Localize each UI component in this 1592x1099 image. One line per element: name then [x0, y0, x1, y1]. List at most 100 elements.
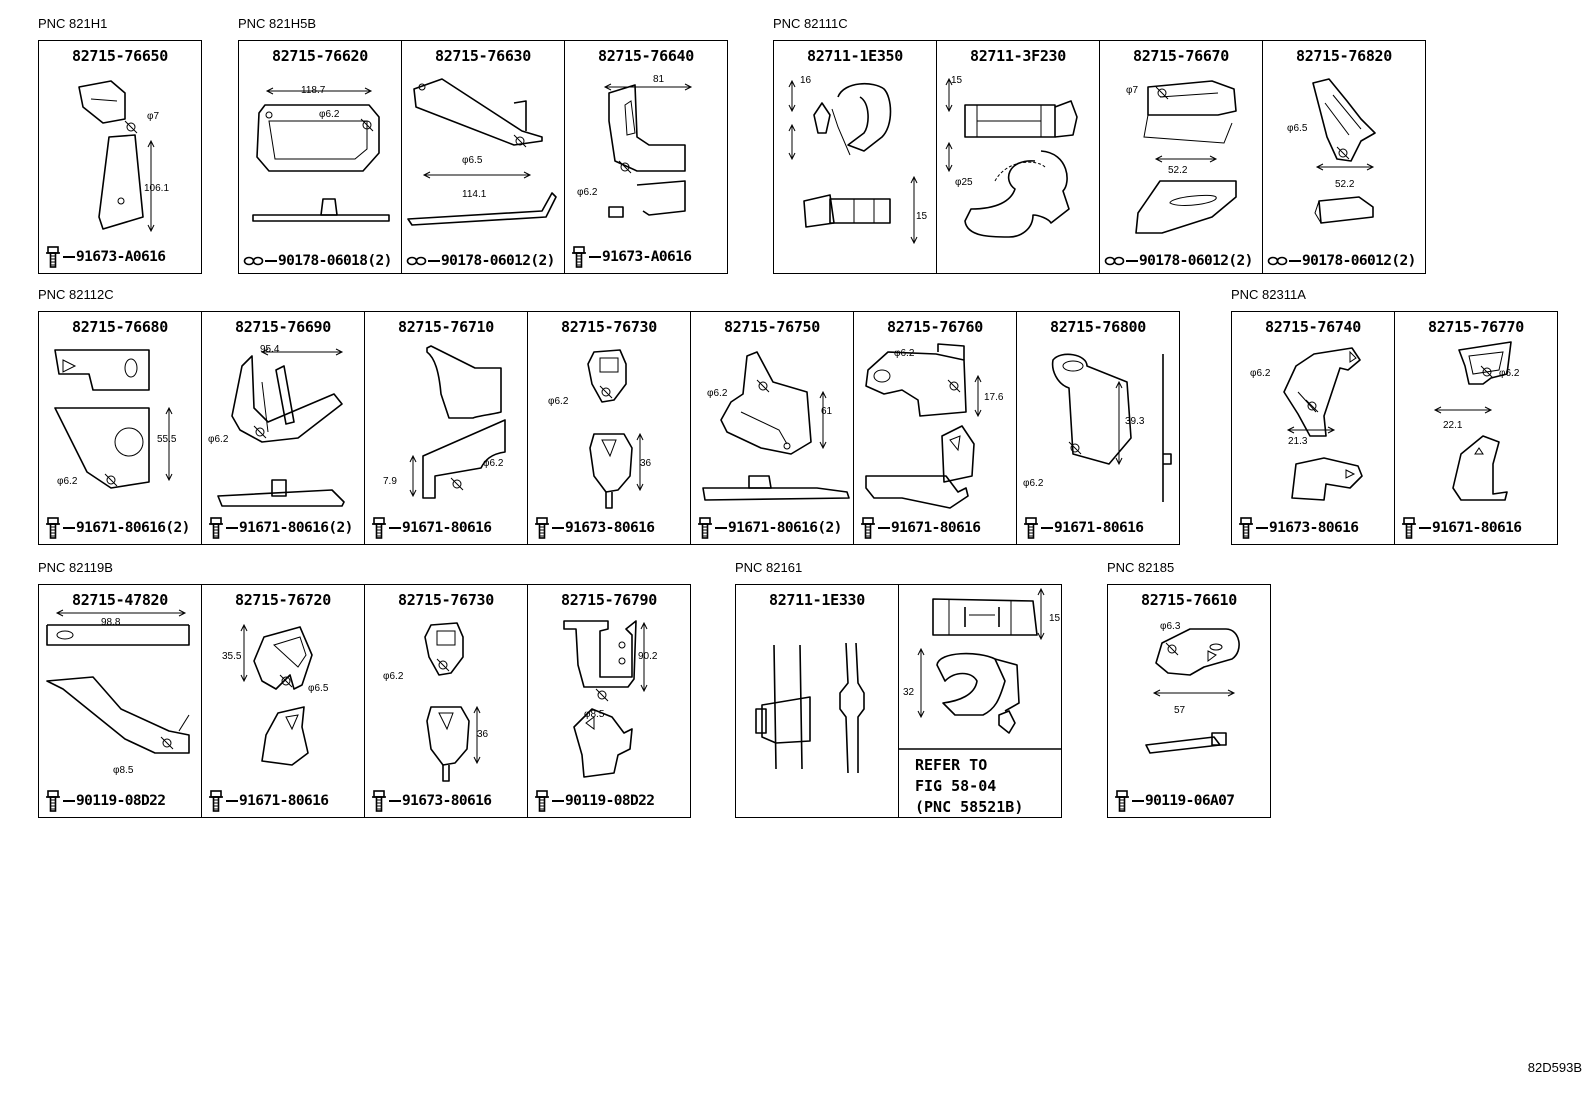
fastener-code: 91671-80616	[1432, 520, 1522, 536]
dimension-label: 39.3	[1125, 416, 1145, 427]
dimension-label: φ7	[147, 111, 160, 122]
dimension-label: 35.5	[222, 651, 242, 662]
dimension-label: 95.4	[260, 344, 280, 355]
leader-line	[63, 256, 75, 258]
fastener-callout: 90178-06018(2)	[243, 253, 392, 269]
part-illustration	[603, 83, 693, 218]
dimension-label: 7.9	[383, 476, 397, 487]
fastener-code: 91671-80616	[891, 520, 981, 536]
dimension-label: 81	[653, 74, 665, 85]
part-illustration	[865, 343, 982, 509]
dimension-label: 118.7	[301, 85, 326, 96]
clip-icon	[243, 256, 264, 266]
part-illustration	[252, 87, 390, 222]
fastener-code: 91671-80616(2)	[76, 520, 190, 536]
part-illustration	[46, 609, 190, 754]
part-number: 82715-76620	[271, 47, 369, 65]
part-number: 82715-76750	[723, 318, 821, 336]
part-number: 82715-76800	[1049, 318, 1147, 336]
pnc-label: PNC 821H5B	[238, 16, 317, 31]
part-illustration	[409, 345, 506, 499]
part-illustration	[788, 79, 918, 245]
dimension-label: 61	[821, 406, 833, 417]
dimension-label: φ6.2	[383, 671, 404, 682]
bolt-icon	[1402, 517, 1416, 539]
dimension-label: φ6.2	[1250, 368, 1271, 379]
fastener-callout: 91671-80616(2)	[206, 516, 353, 540]
bolt-icon	[372, 790, 386, 812]
dimension-label: φ6.2	[577, 187, 598, 198]
dimension-label: φ6.2	[319, 109, 340, 120]
pnc-label: PNC 82185	[1107, 560, 1175, 575]
dimension-label: φ6.5	[1287, 123, 1308, 134]
dimension-label: 15	[951, 75, 963, 86]
fastener-code: 90119-08D22	[565, 793, 655, 809]
bolt-icon	[1024, 517, 1038, 539]
leader-line	[226, 800, 238, 802]
dimension-label: φ6.2	[1499, 368, 1520, 379]
part-illustration	[702, 351, 850, 501]
part-illustration	[240, 623, 313, 766]
bolt-icon	[372, 517, 386, 539]
fastener-code: 90178-06012(2)	[1302, 253, 1416, 269]
part-illustration	[424, 622, 481, 782]
part-illustration	[899, 587, 1062, 750]
leader-line	[265, 260, 277, 262]
part-number: 82715-76790	[560, 591, 658, 609]
part-number: 82715-76670	[1132, 47, 1230, 65]
bolt-icon	[535, 517, 549, 539]
pnc-label: PNC 82112C	[38, 287, 114, 302]
dimension-label: φ6.2	[894, 348, 915, 359]
dimension-label: 15	[1049, 613, 1061, 624]
leader-line	[589, 256, 601, 258]
part-illustration	[1433, 341, 1512, 501]
fastener-callout: 91673-A0616	[569, 245, 692, 269]
leader-line	[715, 527, 727, 529]
leader-line	[1256, 527, 1268, 529]
fastener-callout: 90119-08D22	[43, 789, 166, 813]
dimension-label: 52.2	[1168, 165, 1188, 176]
part-number: 82715-76730	[397, 591, 495, 609]
dimension-label: 55.5	[157, 434, 177, 445]
fastener-callout: 91671-80616(2)	[695, 516, 842, 540]
bolt-icon	[1239, 517, 1253, 539]
leader-line	[63, 527, 75, 529]
fastener-callout: 91671-80616	[206, 789, 329, 813]
part-cell: 82711-1E330	[735, 584, 899, 818]
fastener-code: 90119-08D22	[76, 793, 166, 809]
dimension-label: φ25	[955, 177, 973, 188]
part-illustration	[563, 620, 648, 778]
dimension-label: φ6.5	[308, 683, 329, 694]
leader-line	[1289, 260, 1301, 262]
leader-line	[63, 800, 75, 802]
fastener-callout: 91671-80616(2)	[43, 516, 190, 540]
dimension-label: 98.8	[101, 617, 121, 628]
fastener-code: 91673-80616	[402, 793, 492, 809]
part-illustration	[1145, 628, 1240, 754]
dimension-label: φ7	[1126, 85, 1139, 96]
leader-line	[552, 800, 564, 802]
fastener-code: 90178-06012(2)	[441, 253, 555, 269]
dimension-label: 52.2	[1335, 179, 1355, 190]
part-illustration	[1051, 353, 1172, 502]
part-number: 82715-76770	[1427, 318, 1525, 336]
bolt-icon	[46, 517, 60, 539]
fastener-code: 91671-80616(2)	[239, 520, 353, 536]
fastener-code: 90178-06018(2)	[278, 253, 392, 269]
part-cell: 82715-76620 118.7 φ6.2 90178-06018(2)	[238, 40, 402, 274]
leader-line	[1419, 527, 1431, 529]
part-number: 82715-76710	[397, 318, 495, 336]
